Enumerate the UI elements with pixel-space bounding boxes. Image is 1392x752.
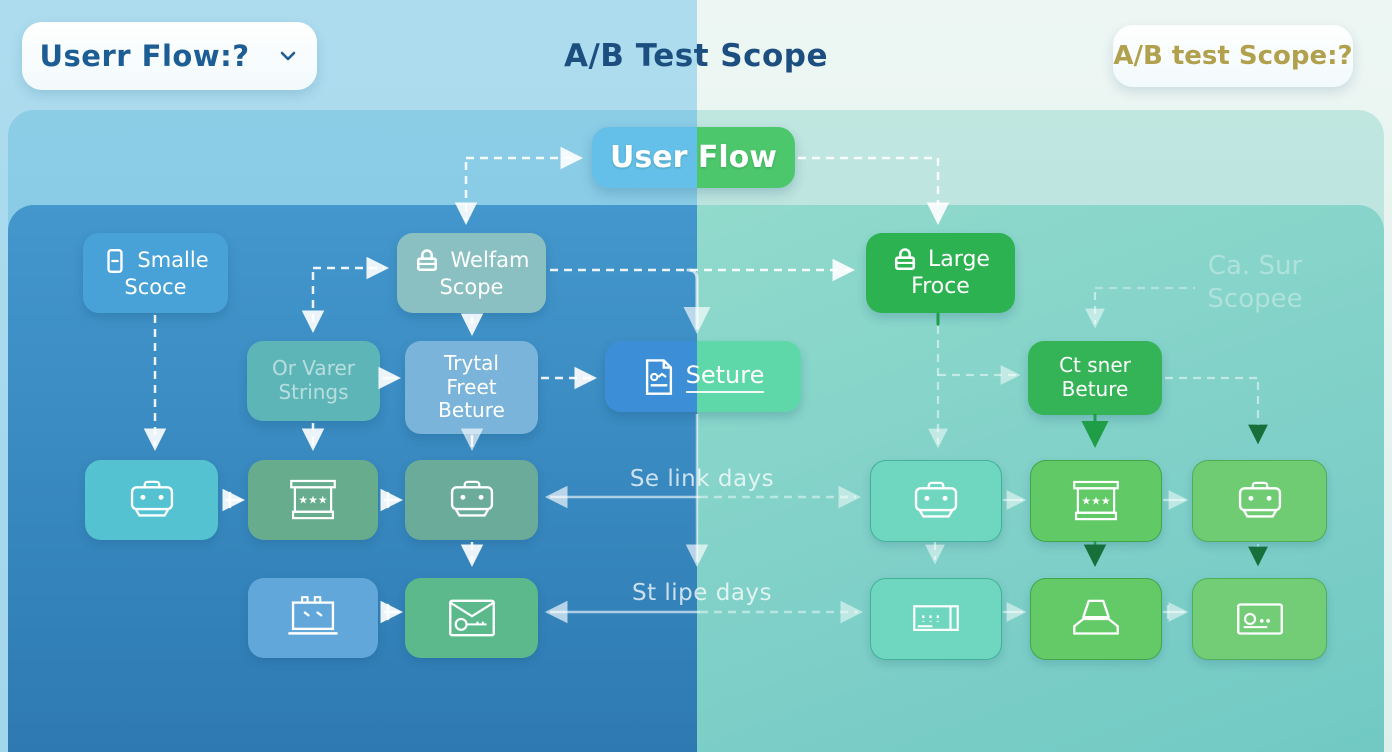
robot-box-left-2 <box>405 460 538 540</box>
svg-text:★★★: ★★★ <box>1081 495 1110 508</box>
tray-box <box>1030 578 1162 660</box>
user-flow-green-half <box>697 127 795 188</box>
envelope-circle-icon <box>1231 595 1289 643</box>
node-seture: Seture <box>605 341 801 412</box>
node-label-line2: Scope <box>439 274 504 299</box>
monitor-icon <box>284 594 342 642</box>
ab-test-scope-button-label: A/B test Scope:? <box>1113 41 1353 71</box>
lock-icon <box>413 247 441 275</box>
seture-green-half <box>697 341 801 412</box>
node-welfam-scope: Welfam Scope <box>397 233 546 313</box>
user-flow-blue-half <box>592 127 697 188</box>
stage-box-right: ★★★ <box>1030 460 1162 542</box>
envelope-circle-box <box>1192 578 1327 660</box>
document-image-icon <box>642 358 676 396</box>
node-label-line2: Scoce <box>124 274 187 299</box>
minus-square-icon <box>102 247 128 275</box>
node-user-flow: User Flow <box>592 127 795 188</box>
seture-label: Seture <box>685 361 765 393</box>
user-flow-label: User Flow <box>610 140 777 175</box>
robot-box-left-1 <box>85 460 218 540</box>
robot-head-icon <box>123 476 181 524</box>
lock-icon <box>891 246 919 274</box>
edge-label-se-link-days: Se link days <box>629 466 775 492</box>
monitor-box <box>248 578 378 658</box>
stage-box-left: ★★★ <box>248 460 378 540</box>
robot-head-icon <box>443 476 501 524</box>
svg-text:★★★: ★★★ <box>298 494 327 507</box>
ab-test-scope-button[interactable]: A/B test Scope:? <box>1113 25 1353 87</box>
robot-box-right-1 <box>870 460 1002 542</box>
node-label-line1: Smalle <box>137 248 209 273</box>
ghost-scope-text: Ca. Sur Scopee <box>1207 251 1303 314</box>
node-smalle-scoce: Smalle Scoce <box>83 233 228 313</box>
node-or-varer-strings: Or Varer Strings <box>247 341 380 421</box>
node-ct-sner-beture: Ct sner Beture <box>1028 341 1162 415</box>
envelope-search-icon <box>443 594 501 642</box>
chevron-down-icon <box>276 44 300 68</box>
node-large-froce: Large Froce <box>866 233 1015 313</box>
user-flow-dropdown[interactable]: Userr Flow:? <box>22 22 317 90</box>
robot-head-icon <box>1231 477 1289 525</box>
robot-box-right-2 <box>1192 460 1327 542</box>
stage-stars-icon: ★★★ <box>1067 477 1125 525</box>
node-label-line2: Froce <box>911 274 970 300</box>
node-trytal-freet-beture: Trytal Freet Beture <box>405 341 538 434</box>
envelope-search-box <box>405 578 538 658</box>
stage-stars-icon: ★★★ <box>284 476 342 524</box>
edge-label-st-lipe-days: St lipe days <box>631 580 773 606</box>
robot-head-icon <box>907 477 965 525</box>
tray-icon <box>1067 595 1125 643</box>
card-dots-icon <box>907 595 965 643</box>
node-label-line1: Welfam <box>450 248 530 273</box>
node-label-line1: Large <box>928 247 990 273</box>
page-title: A/B Test Scope <box>563 38 829 74</box>
user-flow-dropdown-label: Userr Flow:? <box>39 39 250 73</box>
card-dots-box <box>870 578 1002 660</box>
